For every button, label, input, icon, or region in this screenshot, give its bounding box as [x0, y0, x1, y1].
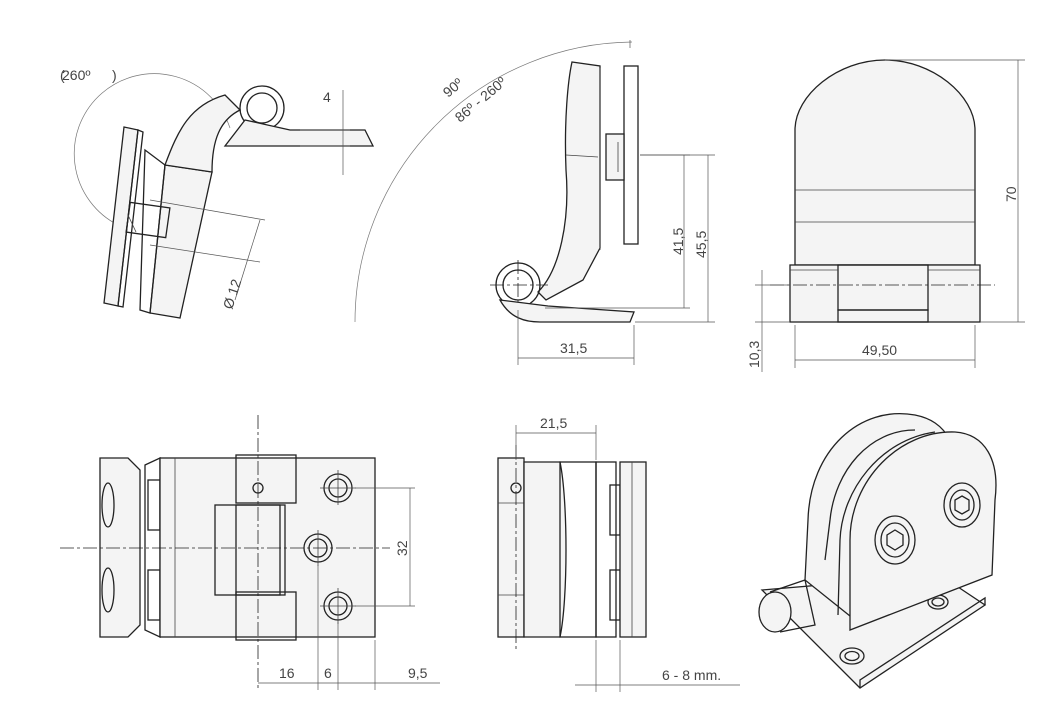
glass-thickness-label: 6 - 8 mm. — [662, 667, 721, 683]
glass-plate — [623, 65, 639, 245]
iso-screw-2 — [943, 482, 981, 528]
view-bottom-left: 32 16 6 9,5 — [60, 415, 440, 690]
dim-16-label: 16 — [279, 665, 295, 681]
angle-arc — [354, 41, 633, 323]
offset-10-label: 10,3 — [746, 341, 762, 368]
side-body — [537, 61, 601, 301]
view-bottom-middle: 21,5 6 - 8 mm. — [497, 415, 740, 692]
pin-diameter-label: Ø 12 — [220, 277, 245, 311]
screw-block — [605, 133, 625, 181]
plan-glass-plate — [99, 457, 141, 638]
width-21-label: 21,5 — [540, 415, 567, 431]
svg-text:): ) — [112, 67, 117, 83]
side-foot — [498, 299, 635, 323]
front-body — [794, 59, 976, 266]
view-top-right: 70 10,3 49,50 — [746, 59, 1025, 372]
width-31-label: 31,5 — [560, 340, 587, 356]
height-45-label: 45,5 — [693, 231, 709, 258]
side-glass-plate — [619, 461, 647, 638]
front-knuckle — [789, 264, 981, 323]
thickness-label: 4 — [323, 89, 331, 105]
plan-body — [159, 457, 376, 638]
view-top-middle: 90º 86º - 260º 41,5 45,5 31,5 — [354, 40, 715, 365]
foot-plate — [223, 119, 375, 147]
spacing-32-label: 32 — [394, 540, 410, 556]
view-top-left: 260º ( ) 4 Ø 12 — [60, 67, 375, 319]
angle-90-label: 90º — [440, 75, 466, 101]
iso-front-plate — [849, 431, 997, 631]
height-70-label: 70 — [1003, 186, 1019, 202]
svg-text:(: ( — [60, 67, 65, 83]
iso-knuckle — [758, 591, 792, 633]
iso-screw-1 — [874, 515, 916, 565]
width-49-label: 49,50 — [862, 342, 897, 358]
height-41-label: 41,5 — [670, 228, 686, 255]
dim-9-label: 9,5 — [408, 665, 428, 681]
dim-6-label: 6 — [324, 665, 332, 681]
angle-label-260: 260º — [62, 67, 90, 83]
hinge-body — [149, 164, 213, 319]
view-bottom-right-isometric — [758, 413, 997, 689]
